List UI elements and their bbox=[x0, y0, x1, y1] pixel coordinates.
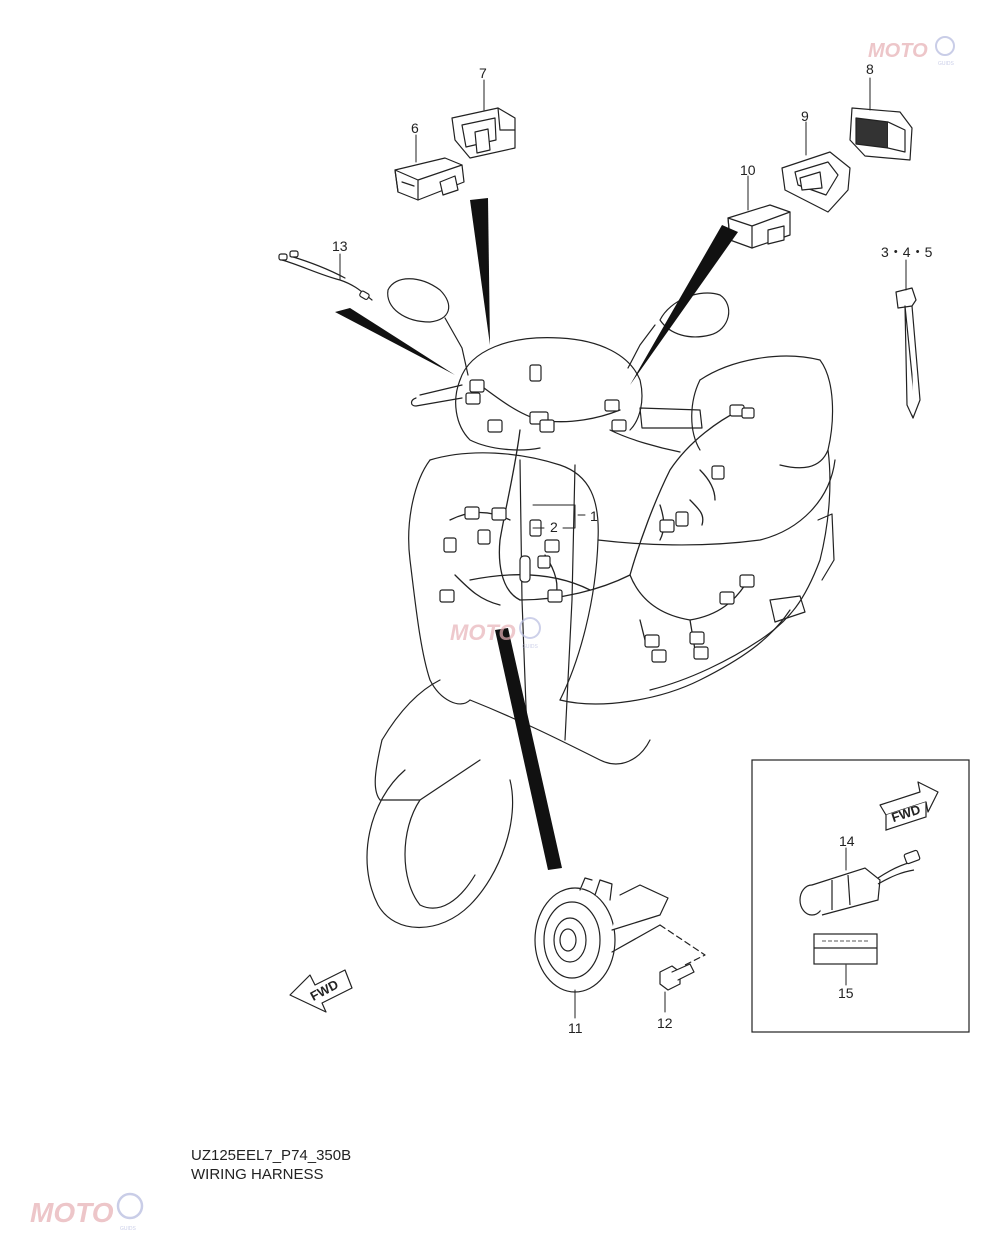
leader-lines bbox=[339, 77, 907, 1019]
bolt-12 bbox=[659, 963, 695, 991]
watermark-sub: GUIDS bbox=[120, 1226, 137, 1232]
sub-harness-13 bbox=[278, 250, 373, 301]
callout-numbers: 1 2 3・4・5 6 7 8 9 10 11 12 13 14 15 bbox=[332, 61, 933, 1036]
diagram-code: UZ125EEL7_P74_350B bbox=[191, 1147, 352, 1164]
watermark-brand: MOTO bbox=[30, 1197, 114, 1228]
callout-10: 10 bbox=[740, 162, 756, 178]
watermark-sub: GUIDS bbox=[938, 61, 955, 67]
callout-6: 6 bbox=[411, 120, 419, 136]
horn-11 bbox=[534, 877, 669, 993]
watermark-center: MOTO GUIDS bbox=[450, 617, 541, 650]
socket-14 bbox=[799, 849, 921, 916]
callout-2: 2 bbox=[550, 519, 558, 535]
callout-15: 15 bbox=[838, 985, 854, 1001]
fwd-arrow-inset: FWD bbox=[879, 781, 939, 831]
watermark-brand: MOTO bbox=[450, 620, 516, 645]
watermark-sub: GUIDS bbox=[522, 644, 539, 650]
fwd-arrow-main: FWD bbox=[289, 969, 353, 1013]
callout-13: 13 bbox=[332, 238, 348, 254]
callout-8: 8 bbox=[866, 61, 874, 77]
harness-connectors bbox=[439, 364, 755, 663]
switch-9 bbox=[781, 151, 851, 213]
inset-box: FWD bbox=[751, 759, 970, 1033]
callout-9: 9 bbox=[801, 108, 809, 124]
switch-7 bbox=[451, 107, 516, 159]
callout-11: 11 bbox=[568, 1020, 583, 1036]
callout-1: 1 bbox=[590, 508, 598, 524]
switch-10 bbox=[727, 204, 791, 249]
bolt-dashed-guide bbox=[659, 924, 706, 966]
callout-3-4-5: 3・4・5 bbox=[881, 244, 933, 260]
callout-12: 12 bbox=[657, 1015, 673, 1031]
callout-7: 7 bbox=[479, 65, 487, 81]
label-plate-15 bbox=[813, 933, 878, 965]
watermark-bottom-left: MOTO GUIDS bbox=[30, 1192, 144, 1232]
switch-8 bbox=[849, 107, 913, 161]
pointer-wedges bbox=[335, 198, 738, 870]
watermark-brand: MOTO bbox=[868, 40, 928, 62]
scooter-outline bbox=[366, 278, 836, 929]
diagram-title: WIRING HARNESS bbox=[191, 1166, 324, 1183]
watermark-top-right: MOTO GUIDS bbox=[868, 36, 955, 67]
callout-14: 14 bbox=[839, 833, 855, 849]
switch-6 bbox=[394, 157, 465, 201]
cable-tie-3-4-5 bbox=[895, 287, 921, 419]
